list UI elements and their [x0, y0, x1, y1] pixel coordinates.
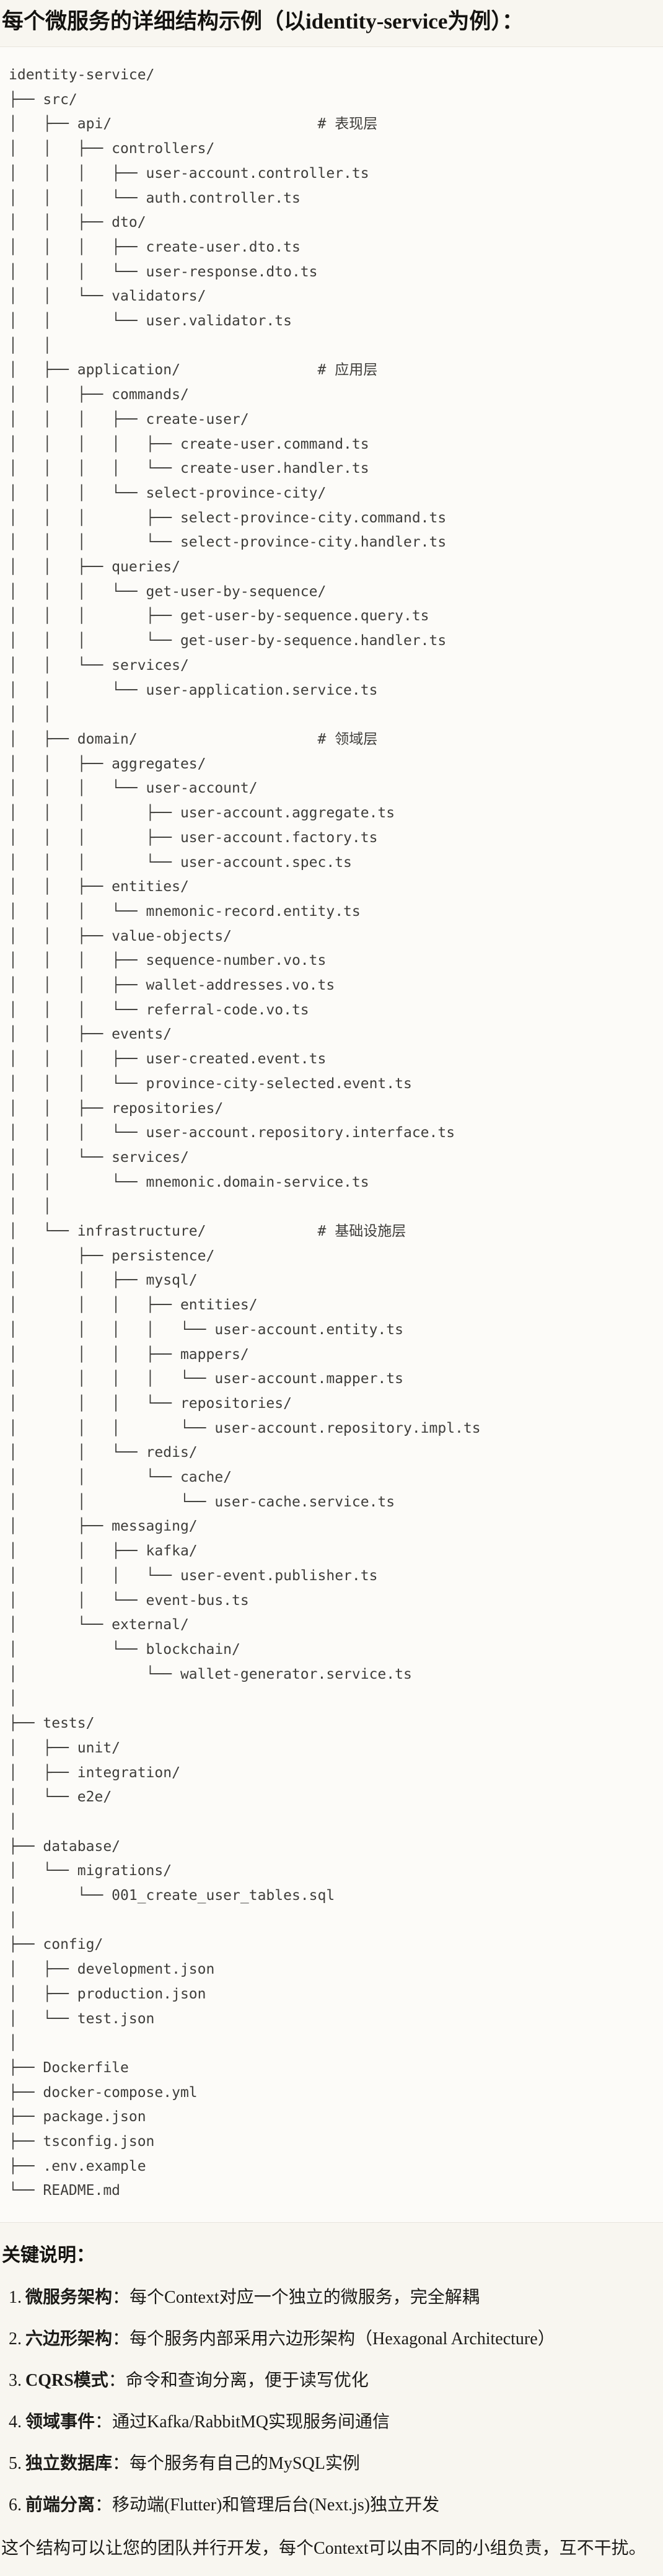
- note-text: 通过Kafka/RabbitMQ实现服务间通信: [112, 2412, 390, 2432]
- note-label: 前端分离: [25, 2495, 95, 2515]
- closing-note: 这个结构可以让您的团队并行开发，每个Context可以由不同的小组负责，互不干扰…: [1, 2539, 646, 2559]
- directory-tree-code-block: identity-service/ ├── src/ │ ├── api/ # …: [0, 46, 663, 2223]
- note-item-3: 3.CQRS模式：命令和查询分离，便于读写优化: [9, 2371, 663, 2391]
- note-number: 3.: [9, 2371, 22, 2391]
- note-item-6: 6.前端分离：移动端(Flutter)和管理后台(Next.js)独立开发: [9, 2495, 663, 2515]
- note-text: 每个服务有自己的MySQL实例: [130, 2454, 360, 2474]
- note-item-4: 4.领域事件：通过Kafka/RabbitMQ实现服务间通信: [9, 2412, 663, 2432]
- note-label: 独立数据库: [25, 2454, 113, 2474]
- note-separator: ：: [95, 2495, 113, 2515]
- note-label: 微服务架构: [25, 2288, 113, 2308]
- note-label: 领域事件: [25, 2412, 95, 2432]
- note-separator: ：: [108, 2371, 126, 2391]
- note-text: 每个服务内部采用六边形架构（Hexagonal Architecture）: [130, 2329, 555, 2349]
- note-separator: ：: [112, 2329, 130, 2349]
- note-label: 六边形架构: [25, 2329, 113, 2349]
- note-number: 5.: [9, 2454, 22, 2474]
- note-separator: ：: [112, 2454, 130, 2474]
- note-label: CQRS模式: [25, 2371, 108, 2391]
- note-number: 6.: [9, 2495, 22, 2515]
- note-text: 每个Context对应一个独立的微服务，完全解耦: [130, 2288, 480, 2308]
- note-item-5: 5.独立数据库：每个服务有自己的MySQL实例: [9, 2454, 663, 2474]
- note-separator: ：: [112, 2288, 130, 2308]
- note-item-2: 2.六边形架构：每个服务内部采用六边形架构（Hexagonal Architec…: [9, 2329, 663, 2349]
- note-number: 2.: [9, 2329, 22, 2349]
- page-title: 每个微服务的详细结构示例（以identity-service为例）：: [2, 9, 524, 33]
- note-item-1: 1.微服务架构：每个Context对应一个独立的微服务，完全解耦: [9, 2288, 663, 2308]
- note-number: 4.: [9, 2412, 22, 2432]
- note-separator: ：: [95, 2412, 113, 2432]
- note-number: 1.: [9, 2288, 22, 2308]
- notes-heading: 关键说明：: [2, 2245, 95, 2266]
- note-text: 命令和查询分离，便于读写优化: [125, 2371, 369, 2391]
- note-text: 移动端(Flutter)和管理后台(Next.js)独立开发: [112, 2495, 440, 2515]
